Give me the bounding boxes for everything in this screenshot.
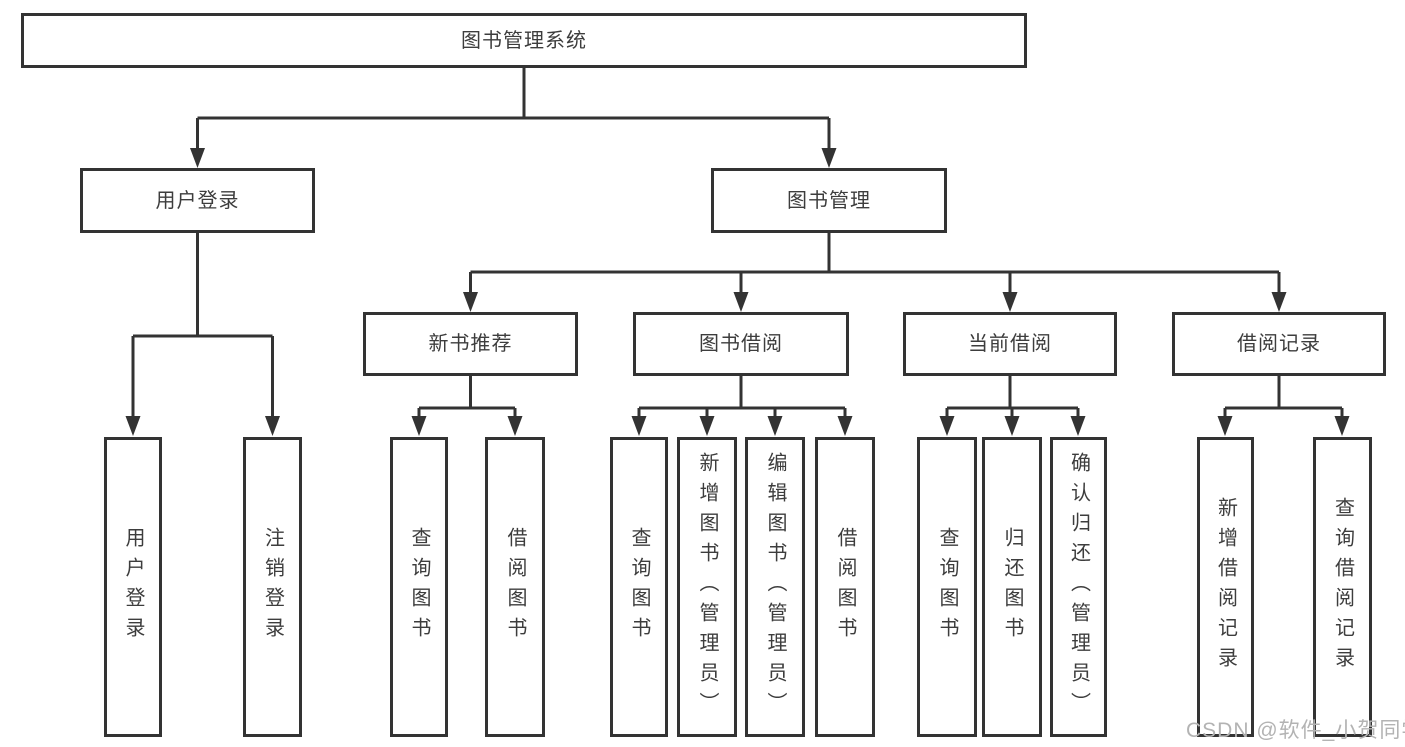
node-book-management-label: 图书管理 — [787, 189, 871, 212]
leaf-query-books-borrow: 查询图书 — [610, 437, 668, 737]
node-new-book-recommend-label: 新书推荐 — [428, 333, 513, 355]
node-root-label: 图书管理系统 — [461, 29, 587, 52]
node-root: 图书管理系统 — [21, 13, 1027, 68]
connector-userlogin-to-leaves — [133, 233, 273, 338]
node-new-book-recommend: 新书推荐 — [363, 312, 578, 376]
node-user-login-label: 用户登录 — [155, 189, 240, 212]
connector-bookborrow-to-leaves — [639, 376, 845, 410]
node-book-borrow-label: 图书借阅 — [699, 333, 783, 355]
node-book-management: 图书管理 — [711, 168, 947, 233]
leaf-borrow-books-recommend: 借阅图书 — [485, 437, 545, 737]
leaf-logout: 注销登录 — [243, 437, 302, 737]
leaf-add-borrow-record: 新增借阅记录 — [1197, 437, 1254, 737]
node-borrow-records-label: 借阅记录 — [1237, 333, 1321, 355]
connector-management-to-level3 — [470, 233, 1279, 274]
leaf-query-borrow-record: 查询借阅记录 — [1313, 437, 1372, 737]
leaf-query-books-recommend: 查询图书 — [390, 437, 448, 737]
leaf-edit-books-admin: 编辑图书（管理员） — [745, 437, 805, 737]
connector-root-to-level2 — [197, 68, 829, 120]
connector-newbook-to-leaves — [419, 376, 515, 410]
connector-currentborrow-to-leaves — [947, 376, 1078, 410]
node-current-borrow: 当前借阅 — [903, 312, 1117, 376]
node-borrow-records: 借阅记录 — [1172, 312, 1386, 376]
connector-borrowrecords-to-leaves — [1225, 376, 1342, 410]
leaf-add-books-admin: 新增图书（管理员） — [677, 437, 737, 737]
arrow-stems — [131, 118, 1344, 418]
leaf-confirm-return-admin: 确认归还（管理员） — [1050, 437, 1107, 737]
watermark: CSDN @软件_小贺同学 — [1186, 719, 1405, 742]
leaf-return-books: 归还图书 — [982, 437, 1042, 737]
leaf-borrow-books: 借阅图书 — [815, 437, 875, 737]
leaf-query-books-current: 查询图书 — [917, 437, 977, 737]
node-user-login: 用户登录 — [80, 168, 315, 233]
leaf-user-login: 用户登录 — [104, 437, 162, 737]
node-book-borrow: 图书借阅 — [633, 312, 849, 376]
node-current-borrow-label: 当前借阅 — [968, 333, 1052, 355]
